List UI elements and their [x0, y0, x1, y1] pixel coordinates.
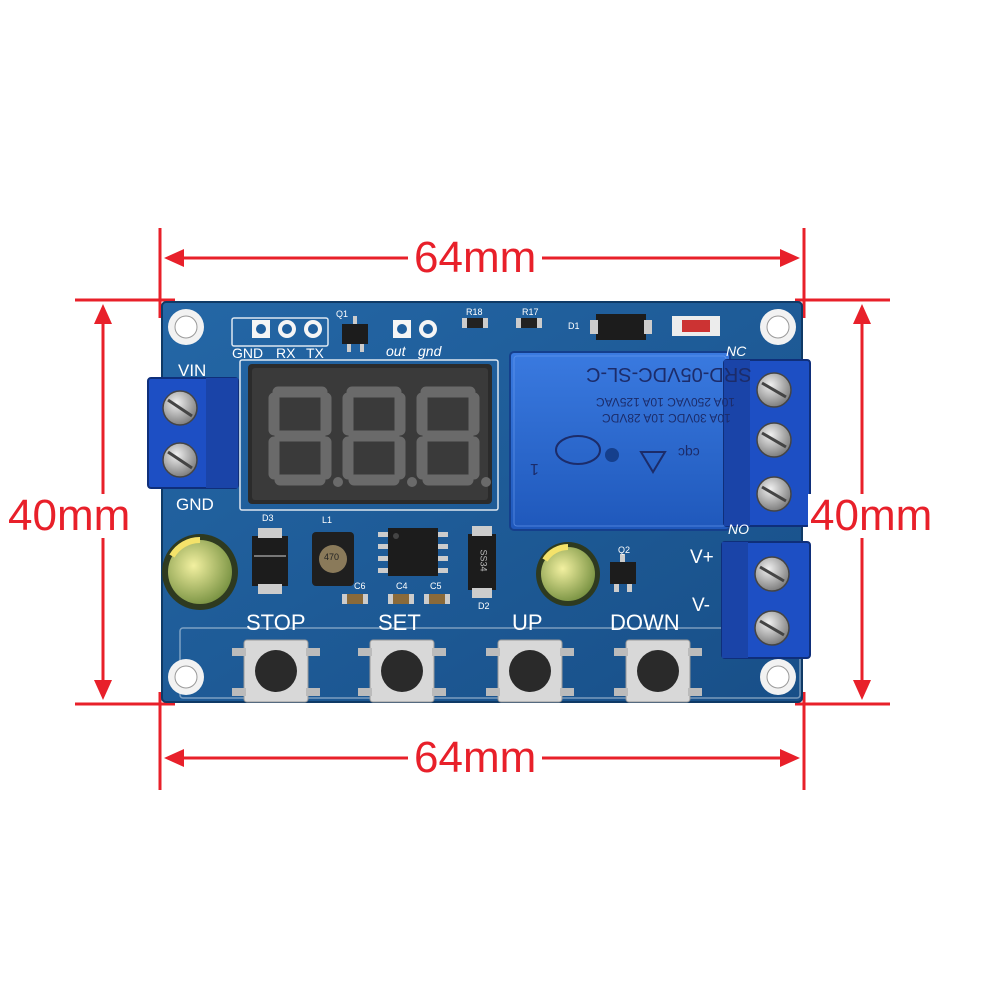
- bottom-width-label: 64mm: [408, 736, 543, 780]
- label-q1: Q1: [336, 309, 349, 319]
- set-button-part: [358, 639, 446, 703]
- button-label-stop: STOP: [246, 610, 306, 635]
- electrolytic-capacitors: [162, 534, 600, 610]
- relay-model: SRD-05VDC-SL-C: [586, 363, 752, 385]
- relay-terminal-block: [723, 359, 811, 527]
- label-c4: C4: [396, 581, 408, 591]
- terminal-label-gnd: GND: [176, 495, 214, 514]
- smd-components-top: [342, 314, 720, 352]
- display-digit-2: 8.: [344, 370, 345, 371]
- output-label-gnd: gnd: [418, 343, 442, 359]
- terminal-label-vminus: V-: [692, 595, 710, 616]
- label-d2: D2: [478, 601, 490, 611]
- output-terminal-block: [721, 541, 811, 659]
- button-label-up: UP: [512, 610, 543, 635]
- seven-segment-display: [248, 364, 492, 504]
- top-width-label: 64mm: [408, 236, 543, 280]
- inductor-l1: [312, 532, 354, 586]
- display-digit-3: 8.: [418, 370, 419, 371]
- terminal-label-no: NO: [728, 521, 749, 537]
- header-label-rx: RX: [276, 345, 296, 361]
- display-digit-1: 8.: [270, 370, 271, 371]
- right-height-label: 40mm: [808, 491, 935, 540]
- power-terminal-block: [147, 377, 239, 489]
- label-d3: D3: [262, 513, 274, 523]
- label-c6: C6: [354, 581, 366, 591]
- left-height-label: 40mm: [6, 491, 133, 540]
- label-r17: R17: [522, 307, 539, 317]
- tactile-buttons: [232, 639, 702, 703]
- relay: [509, 351, 731, 531]
- header-label-gnd: GND: [232, 345, 264, 361]
- pcb-board: [147, 301, 811, 703]
- label-q2: Q2: [618, 545, 631, 555]
- terminal-label-vin: VIN: [178, 361, 207, 380]
- ic-chip: [378, 528, 448, 576]
- relay-rating-1: 10A 250VAC 10A 125VAC: [596, 395, 735, 409]
- stop-button-part: [232, 639, 320, 703]
- mounting-holes: [168, 309, 796, 695]
- button-label-set: SET: [378, 610, 421, 635]
- diode-d2: [468, 526, 496, 598]
- up-button-part: [486, 639, 574, 703]
- relay-rating-2: 10A 30VDC 10A 28VDC: [602, 411, 731, 425]
- label-c5: C5: [430, 581, 442, 591]
- diode-marking: SS34: [478, 549, 489, 572]
- label-l1: L1: [322, 515, 333, 525]
- relay-pin-mark: 1: [530, 460, 539, 477]
- terminal-label-nc: NC: [726, 343, 747, 359]
- down-button-part: [614, 639, 702, 703]
- header-label-tx: TX: [306, 345, 324, 361]
- inductor-marking: 470: [324, 552, 340, 562]
- terminal-label-vplus: V+: [690, 547, 714, 568]
- button-label-down: DOWN: [610, 610, 680, 635]
- relay-mark: cqc: [678, 445, 700, 461]
- label-r18: R18: [466, 307, 483, 317]
- label-d1: D1: [568, 321, 580, 331]
- diode-d3: [252, 528, 288, 594]
- smd-capacitors: [342, 594, 450, 604]
- header-pads: [252, 320, 437, 338]
- transistor-q2: [610, 554, 636, 592]
- output-label-out: out: [386, 343, 406, 359]
